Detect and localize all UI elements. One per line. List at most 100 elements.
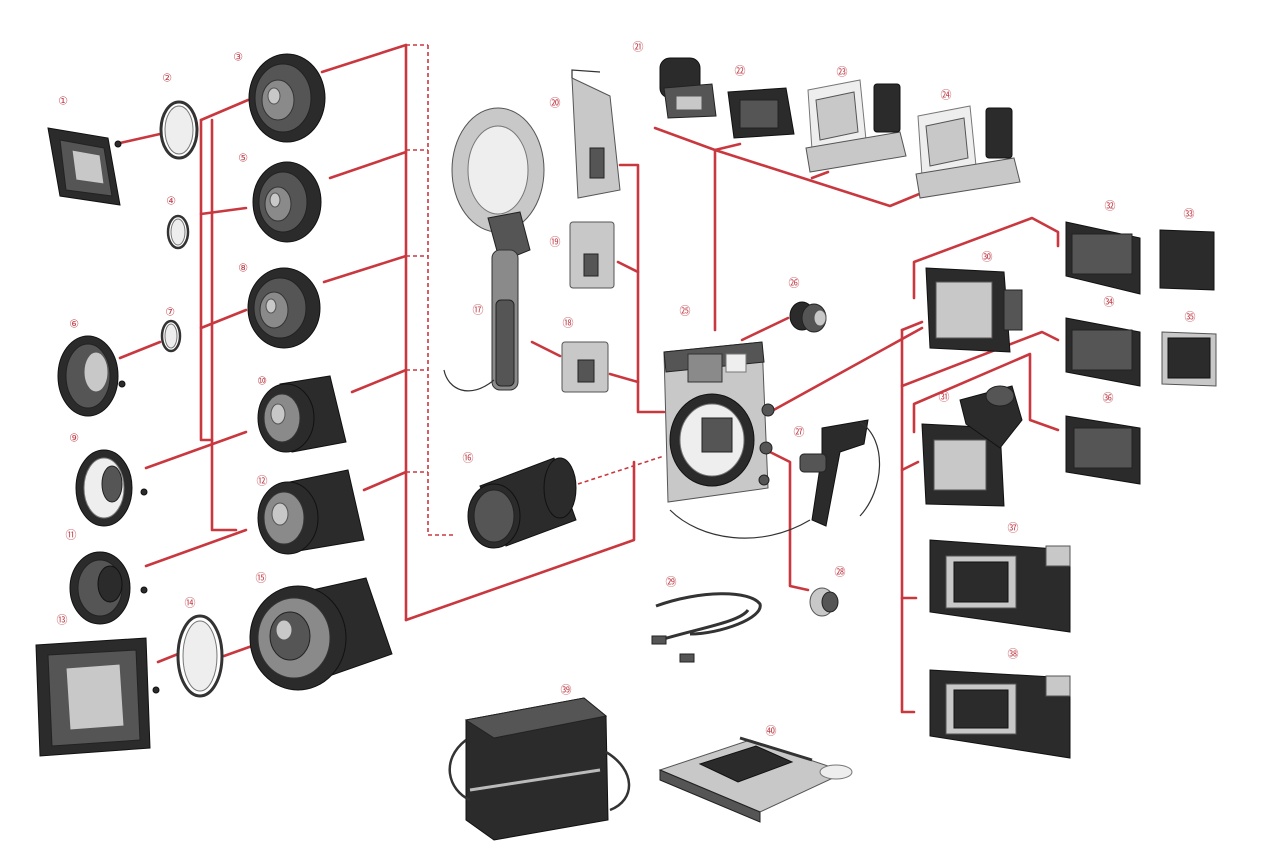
wire-lenscap26 (740, 316, 790, 342)
callout-10: ⑩ (257, 375, 267, 388)
callout-35: ㉟ (1185, 311, 1196, 324)
callout-36: ㊱ (1103, 392, 1114, 405)
lens-cap-26 (789, 301, 827, 333)
callout-38: ㊳ (1008, 648, 1019, 661)
wire-filter4 (199, 206, 248, 216)
pack-adapter-36 (1065, 415, 1141, 485)
wire-tube16-dash (577, 455, 665, 485)
callout-1: ① (58, 95, 68, 108)
finder-23 (805, 79, 907, 173)
wire-filter14 (222, 644, 254, 658)
lens-8 (247, 267, 321, 349)
wire-filter7 (199, 308, 248, 330)
connector-lines (118, 43, 1060, 714)
wire-hood13 (156, 652, 180, 664)
wire-flash17 (530, 340, 562, 358)
callout-30: ㉚ (982, 251, 993, 264)
filter-7 (160, 319, 182, 353)
callout-4: ④ (166, 195, 176, 208)
callout-3: ③ (233, 51, 243, 64)
lens-10 (257, 375, 347, 453)
callout-26: ㉖ (789, 277, 800, 290)
callout-14: ⑭ (185, 597, 196, 610)
callout-20: ⑳ (550, 97, 561, 110)
lens-15 (249, 577, 393, 691)
callout-40: ㊵ (766, 725, 777, 738)
wire-back31b (900, 460, 920, 472)
callout-23: ㉓ (837, 66, 848, 79)
extension-tube-16 (467, 457, 577, 549)
callout-22: ㉒ (735, 65, 746, 78)
wire-hood11 (144, 528, 248, 568)
wire-lens5 (328, 150, 408, 180)
wire-mainrail-top (900, 320, 924, 332)
wire-finder23 (810, 170, 830, 180)
callout-32: ㉜ (1105, 200, 1116, 213)
roll-holder-37 (929, 539, 1071, 633)
callout-7: ⑦ (165, 306, 175, 319)
flash-unit-17 (443, 107, 545, 392)
backs-rail (900, 328, 916, 714)
wire-finders-top (653, 126, 742, 152)
callout-15: ⑮ (256, 572, 267, 585)
callout-13: ⑬ (57, 614, 68, 627)
wire-lens10 (350, 368, 408, 394)
film-back-31 (921, 385, 1023, 507)
callout-19: ⑲ (550, 236, 561, 249)
callout-27: ㉗ (794, 426, 805, 439)
finder-22 (727, 87, 795, 139)
wire-holder19 (616, 260, 640, 274)
callout-11: ⑪ (66, 529, 77, 542)
wire-back31 (912, 352, 1060, 434)
wire-grip27 (768, 450, 810, 592)
wire-lens12 (362, 470, 408, 492)
wire-holder18 (608, 372, 640, 384)
callout-5: ⑤ (238, 152, 248, 165)
lens-hood-1 (47, 127, 122, 206)
callout-24: ㉔ (941, 89, 952, 102)
callout-12: ⑫ (257, 475, 268, 488)
callout-37: ㊲ (1008, 522, 1019, 535)
callout-2: ② (162, 72, 172, 85)
bracket-inner (210, 118, 238, 532)
lens-hood-11 (69, 551, 148, 625)
callout-34: ㉞ (1104, 296, 1115, 309)
callout-33: ㉝ (1184, 208, 1195, 221)
lens-12 (257, 469, 365, 555)
cable-release-28 (809, 587, 839, 617)
lens-hood-6 (57, 335, 126, 417)
lens-hood-13 (35, 637, 160, 757)
finder-24 (915, 105, 1021, 199)
cut-film-holder-32 (1065, 221, 1141, 295)
wire-hood9 (144, 430, 248, 470)
wire-back34 (900, 330, 1060, 388)
wire-lens8 (322, 254, 408, 284)
lens-3 (248, 53, 326, 143)
callout-6: ⑥ (69, 318, 79, 331)
holder-18 (561, 341, 609, 393)
wire-filter2 (199, 98, 250, 122)
callout-18: ⑱ (563, 317, 574, 330)
callout-39: ㊴ (561, 684, 572, 697)
callout-16: ⑯ (463, 452, 474, 465)
callout-8: ⑧ (238, 262, 248, 275)
wire-lens3 (320, 43, 408, 74)
callout-21: ㉑ (633, 41, 644, 54)
filter-2 (159, 100, 199, 160)
camera-body-25 (663, 341, 811, 539)
wire-lens15 (404, 460, 636, 622)
callout-17: ⑰ (473, 304, 484, 317)
wire-hood6 (118, 340, 162, 360)
callout-28: ㉘ (835, 566, 846, 579)
filter-14 (176, 614, 224, 698)
wire-holder20 (618, 163, 666, 414)
callout-29: ㉙ (666, 576, 677, 589)
pistol-grip-27 (799, 419, 881, 527)
filter-4 (166, 214, 190, 250)
wire-body-to-backs (768, 326, 924, 414)
cut-film-holder-34 (1065, 317, 1141, 387)
lens-hood-9 (75, 449, 148, 527)
carrying-case-39 (448, 697, 631, 841)
